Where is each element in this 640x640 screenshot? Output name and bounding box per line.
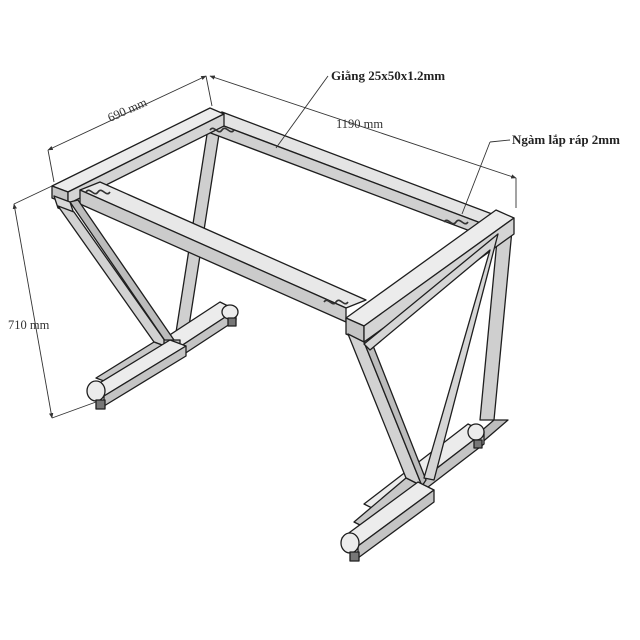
wavy-joint-icon xyxy=(85,189,111,195)
length-dimension-line xyxy=(209,75,517,179)
depth-label: 690 mm xyxy=(106,95,150,125)
wavy-joint-icon xyxy=(443,219,469,225)
wavy-joint-icon xyxy=(323,299,349,305)
depth-extension-line xyxy=(205,75,213,107)
height-extension-line xyxy=(13,185,53,205)
height-extension-line xyxy=(51,401,97,419)
brace-annotation: Giằng 25x50x1.2mm xyxy=(331,68,445,83)
height-label: 710 mm xyxy=(8,318,50,332)
back-brace xyxy=(207,111,509,241)
height-dimension-line xyxy=(12,203,54,419)
front-brace xyxy=(79,181,367,323)
front-right-foot xyxy=(340,481,435,562)
front-left-foot xyxy=(86,339,187,410)
joint-annotation: Ngàm lắp ráp 2mm xyxy=(512,132,620,147)
joint-leader-line xyxy=(489,139,511,143)
length-label: 1190 mm xyxy=(336,117,383,131)
brace-leader-line xyxy=(275,75,329,149)
depth-extension-line xyxy=(47,149,55,183)
joint-leader-line xyxy=(461,141,491,215)
depth-dimension-line xyxy=(47,75,207,151)
